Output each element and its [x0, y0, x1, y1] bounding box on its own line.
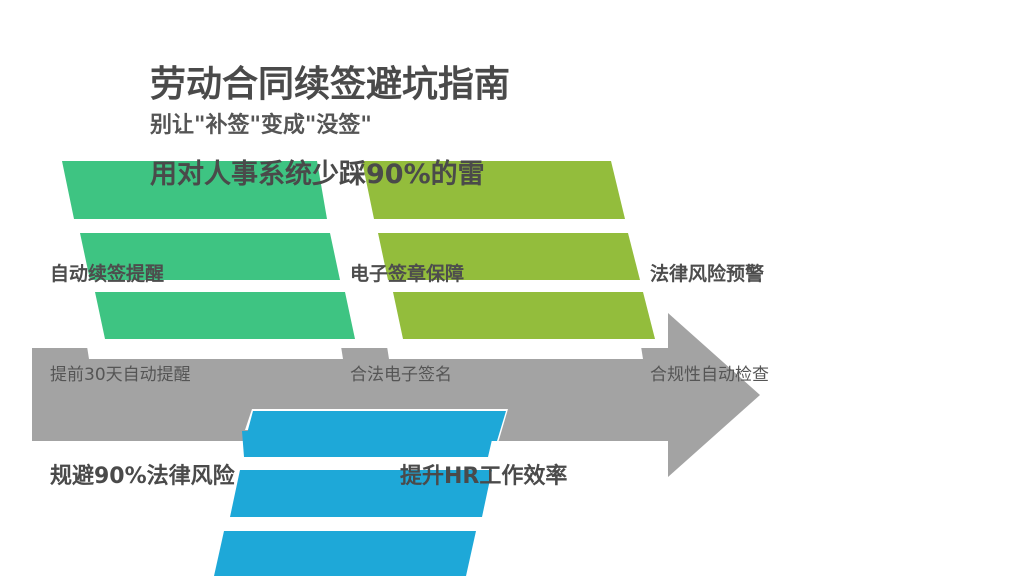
green-block-base	[86, 340, 343, 359]
feature-description-3: 合规性自动检查	[650, 365, 769, 385]
blue-block	[242, 431, 494, 457]
blue-block	[230, 470, 492, 517]
benefit-label-2: 提升HR工作效率	[400, 464, 568, 489]
green-block-stack	[62, 161, 355, 359]
feature-label-2: 电子签章保障	[350, 263, 465, 285]
lime-block-stack	[362, 161, 655, 359]
lime-block	[362, 161, 625, 219]
slide-tagline: 用对人事系统少踩90%的雷	[150, 159, 485, 190]
blue-block-stack	[214, 409, 508, 576]
lime-block-base	[386, 340, 643, 359]
feature-label-1: 自动续签提醒	[50, 263, 165, 285]
blue-block	[214, 531, 476, 576]
benefit-label-1: 规避90%法律风险	[50, 464, 235, 489]
green-block	[62, 161, 327, 219]
slide-title: 劳动合同续签避坑指南	[150, 64, 511, 105]
slide-subtitle: 别让"补签"变成"没签"	[150, 113, 372, 138]
feature-description-2: 合法电子签名	[350, 365, 452, 385]
feature-description-1: 提前30天自动提醒	[50, 365, 191, 385]
lime-block	[378, 233, 640, 280]
green-block	[80, 233, 340, 280]
green-block	[95, 292, 355, 339]
feature-label-3: 法律风险预警	[650, 263, 765, 285]
lime-block	[393, 292, 655, 339]
